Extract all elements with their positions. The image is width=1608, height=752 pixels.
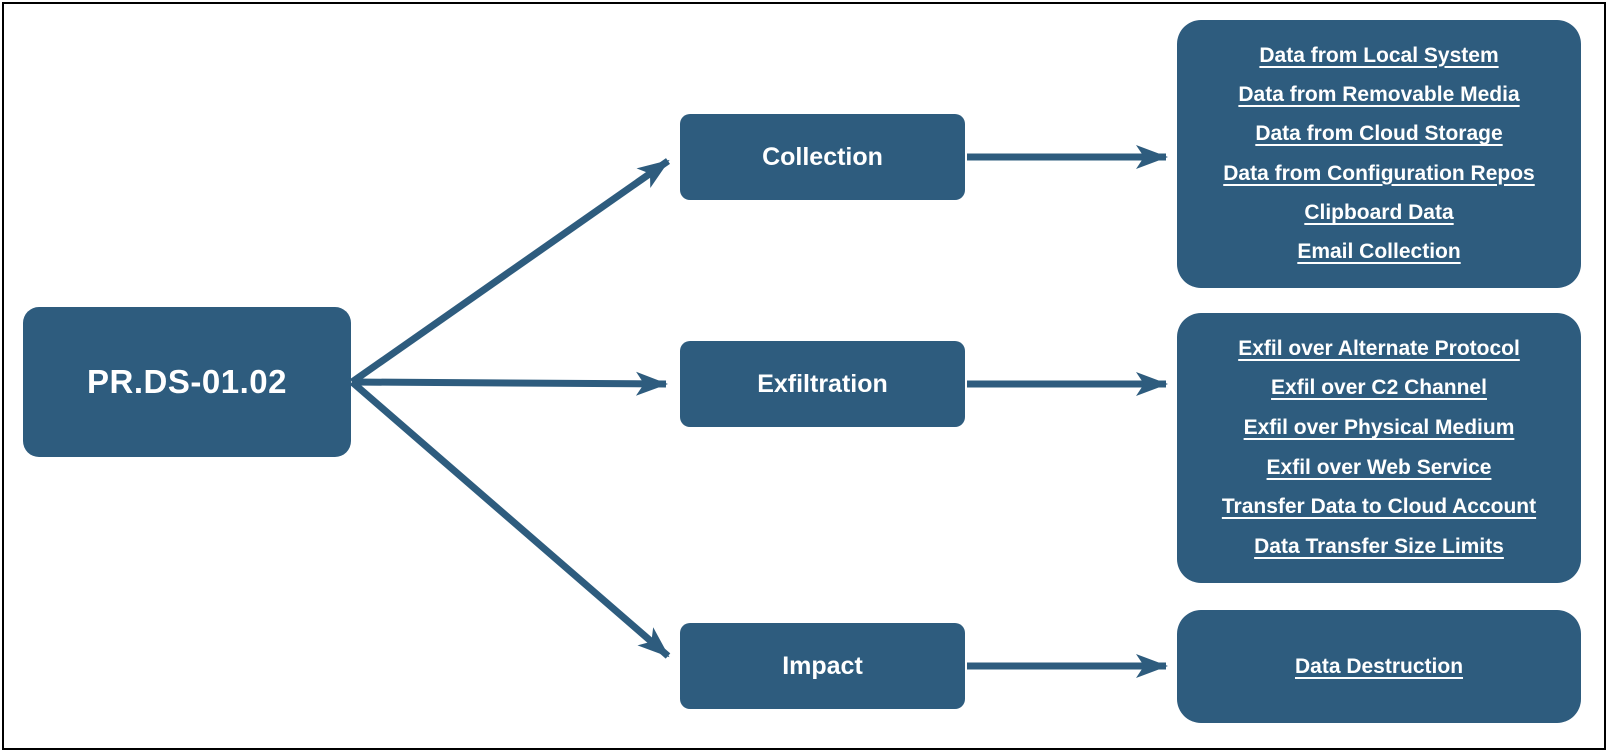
tactic-node-exfiltration: Exfiltration bbox=[680, 341, 965, 427]
tactic-label-impact: Impact bbox=[782, 651, 863, 680]
technique-link-data-from-local-system[interactable]: Data from Local System bbox=[1259, 43, 1499, 67]
tactic-node-collection: Collection bbox=[680, 114, 965, 200]
technique-list-collection: Data from Local System Data from Removab… bbox=[1177, 20, 1581, 288]
root-control-node: PR.DS-01.02 bbox=[23, 307, 351, 457]
tactic-label-collection: Collection bbox=[762, 142, 883, 171]
tactic-label-exfiltration: Exfiltration bbox=[757, 369, 888, 398]
technique-link-exfil-over-alternate-protocol[interactable]: Exfil over Alternate Protocol bbox=[1238, 336, 1520, 360]
technique-list-exfiltration: Exfil over Alternate Protocol Exfil over… bbox=[1177, 313, 1581, 583]
technique-link-data-transfer-size-limits[interactable]: Data Transfer Size Limits bbox=[1254, 535, 1504, 559]
technique-link-data-from-configuration-repos[interactable]: Data from Configuration Repos bbox=[1223, 161, 1535, 185]
root-control-label: PR.DS-01.02 bbox=[87, 363, 287, 400]
technique-list-impact: Data Destruction bbox=[1177, 610, 1581, 723]
technique-link-exfil-over-web-service[interactable]: Exfil over Web Service bbox=[1266, 455, 1492, 479]
technique-link-exfil-over-c2-channel[interactable]: Exfil over C2 Channel bbox=[1271, 376, 1487, 400]
technique-link-exfil-over-physical-medium[interactable]: Exfil over Physical Medium bbox=[1243, 416, 1515, 440]
arrow-root-to-impact bbox=[349, 379, 671, 659]
technique-link-data-from-removable-media[interactable]: Data from Removable Media bbox=[1238, 82, 1520, 106]
arrow-root-to-collection bbox=[349, 158, 671, 385]
arrow-root-to-exfiltration bbox=[351, 371, 668, 396]
technique-link-transfer-data-to-cloud-account[interactable]: Transfer Data to Cloud Account bbox=[1221, 495, 1537, 519]
technique-link-data-from-cloud-storage[interactable]: Data from Cloud Storage bbox=[1255, 122, 1503, 146]
technique-link-email-collection[interactable]: Email Collection bbox=[1297, 240, 1461, 264]
tactic-node-impact: Impact bbox=[680, 623, 965, 709]
technique-link-data-destruction[interactable]: Data Destruction bbox=[1294, 654, 1464, 678]
technique-link-clipboard-data[interactable]: Clipboard Data bbox=[1304, 200, 1454, 224]
